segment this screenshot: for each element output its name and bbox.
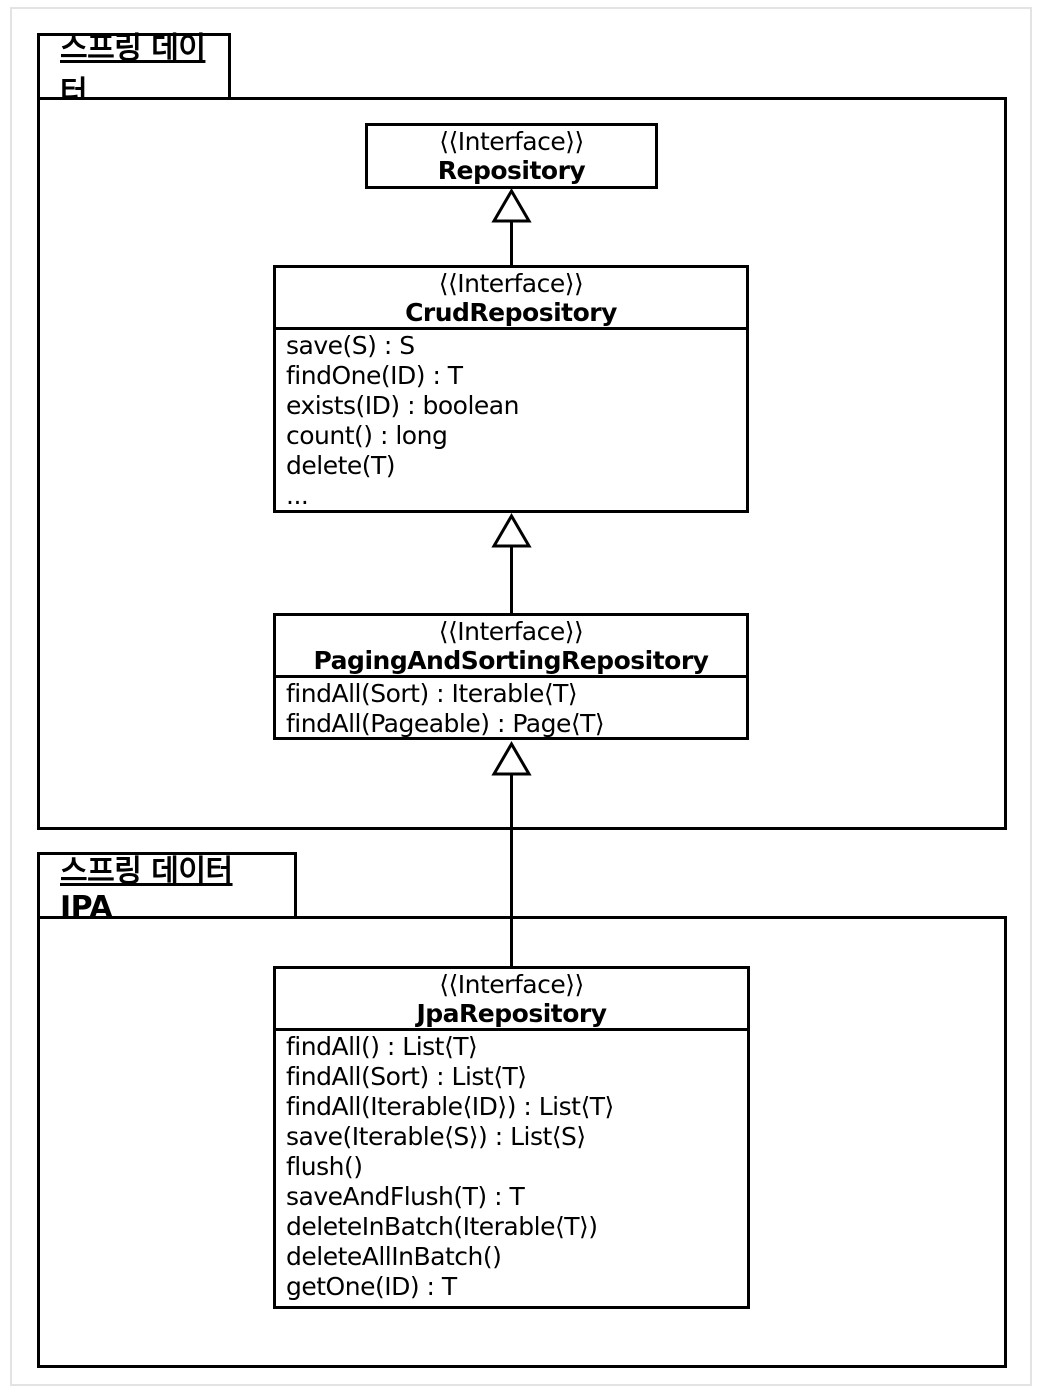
class-box-repository: ⟨⟨Interface⟩⟩ Repository bbox=[365, 123, 658, 189]
class-methods-crud-repository: save(S) : S findOne(ID) : T exists(ID) :… bbox=[276, 330, 746, 511]
class-name-crud-repository: CrudRepository bbox=[405, 298, 617, 327]
class-method: save(S) : S bbox=[286, 331, 415, 360]
class-method: findAll(Pageable) : Page⟨T⟩ bbox=[286, 709, 605, 738]
class-stereotype: ⟨⟨Interface⟩⟩ bbox=[438, 617, 584, 646]
inheritance-arrow-crud-to-repository bbox=[491, 188, 532, 266]
inheritance-arrow-jpa-to-paging bbox=[491, 741, 532, 967]
class-stereotype: ⟨⟨Interface⟩⟩ bbox=[439, 127, 584, 156]
class-name-repository: Repository bbox=[437, 156, 586, 185]
class-box-paging-and-sorting-repository: ⟨⟨Interface⟩⟩ PagingAndSortingRepository… bbox=[273, 613, 749, 740]
class-header-paging-and-sorting-repository: ⟨⟨Interface⟩⟩ PagingAndSortingRepository bbox=[276, 616, 746, 678]
class-method: count() : long bbox=[286, 421, 448, 450]
class-header-repository: ⟨⟨Interface⟩⟩ Repository bbox=[368, 126, 655, 185]
class-name-paging-and-sorting-repository: PagingAndSortingRepository bbox=[313, 646, 709, 675]
class-method: findAll(Sort) : Iterable⟨T⟩ bbox=[286, 679, 578, 708]
class-methods-paging-and-sorting-repository: findAll(Sort) : Iterable⟨T⟩ findAll(Page… bbox=[276, 678, 746, 739]
class-method: ... bbox=[286, 481, 309, 510]
class-header-crud-repository: ⟨⟨Interface⟩⟩ CrudRepository bbox=[276, 268, 746, 330]
inheritance-arrow-paging-to-crud bbox=[491, 513, 532, 614]
class-method: save(Iterable⟨S⟩) : List⟨S⟩ bbox=[286, 1122, 586, 1151]
class-stereotype: ⟨⟨Interface⟩⟩ bbox=[439, 970, 584, 999]
class-method: saveAndFlush(T) : T bbox=[286, 1182, 525, 1211]
class-methods-jpa-repository: findAll() : List⟨T⟩ findAll(Sort) : List… bbox=[276, 1031, 747, 1302]
class-method: deleteAllInBatch() bbox=[286, 1242, 502, 1271]
class-method: findOne(ID) : T bbox=[286, 361, 463, 390]
class-box-jpa-repository: ⟨⟨Interface⟩⟩ JpaRepository findAll() : … bbox=[273, 966, 750, 1309]
diagram-frame bbox=[10, 7, 1032, 1386]
class-box-crud-repository: ⟨⟨Interface⟩⟩ CrudRepository save(S) : S… bbox=[273, 265, 749, 513]
class-stereotype: ⟨⟨Interface⟩⟩ bbox=[438, 269, 584, 298]
class-method: flush() bbox=[286, 1152, 363, 1181]
class-header-jpa-repository: ⟨⟨Interface⟩⟩ JpaRepository bbox=[276, 969, 747, 1031]
class-method: delete(T) bbox=[286, 451, 396, 480]
class-name-jpa-repository: JpaRepository bbox=[416, 999, 607, 1028]
class-method: findAll(Sort) : List⟨T⟩ bbox=[286, 1062, 527, 1091]
class-method: getOne(ID) : T bbox=[286, 1272, 457, 1301]
class-method: deleteInBatch(Iterable⟨T⟩) bbox=[286, 1212, 598, 1241]
class-method: findAll(Iterable⟨ID⟩) : List⟨T⟩ bbox=[286, 1092, 614, 1121]
class-method: findAll() : List⟨T⟩ bbox=[286, 1032, 478, 1061]
class-method: exists(ID) : boolean bbox=[286, 391, 519, 420]
